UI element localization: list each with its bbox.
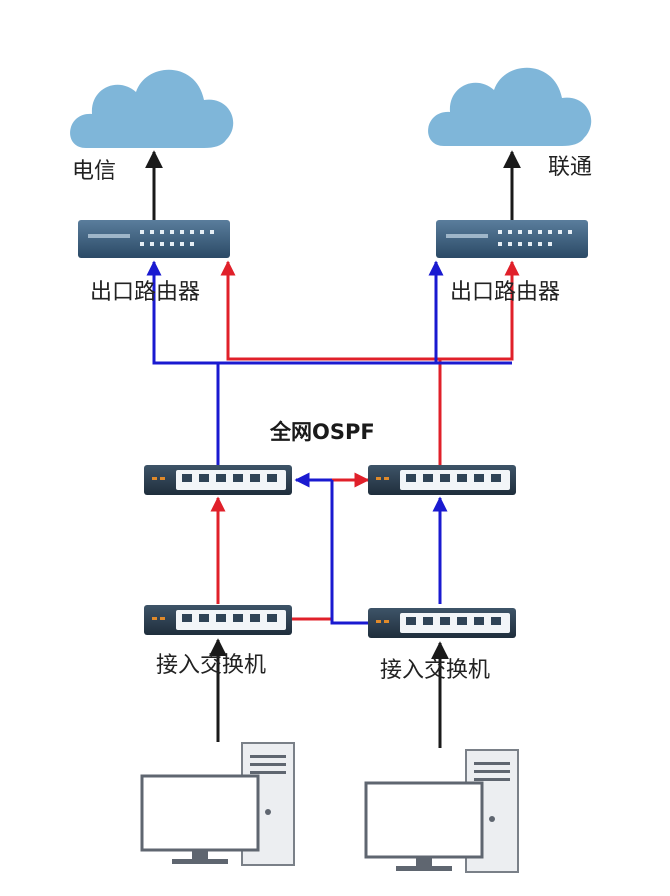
access-switch-right-label: 接入交换机 <box>380 658 491 683</box>
computer-icon-right <box>364 749 519 873</box>
computer-icon-left <box>140 742 295 866</box>
isp-left-label: 电信 <box>72 159 117 184</box>
router-right-label: 出口路由器 <box>450 280 561 305</box>
cloud-icon-left <box>70 69 234 148</box>
router-icon-right <box>436 220 588 258</box>
switch-icon-access-left <box>144 605 292 635</box>
blue-path <box>146 260 512 625</box>
switch-icon-core-left <box>144 465 292 495</box>
cloud-icon-right <box>428 67 592 146</box>
core-network-label: 全网OSPF <box>270 420 375 444</box>
switch-icon-access-right <box>368 608 516 638</box>
access-switch-left-label: 接入交换机 <box>156 653 267 678</box>
router-icon-left <box>78 220 230 258</box>
router-left-label: 出口路由器 <box>90 280 201 305</box>
switch-icon-core-right <box>368 465 516 495</box>
isp-right-label: 联通 <box>548 155 593 180</box>
red-path <box>210 260 520 621</box>
